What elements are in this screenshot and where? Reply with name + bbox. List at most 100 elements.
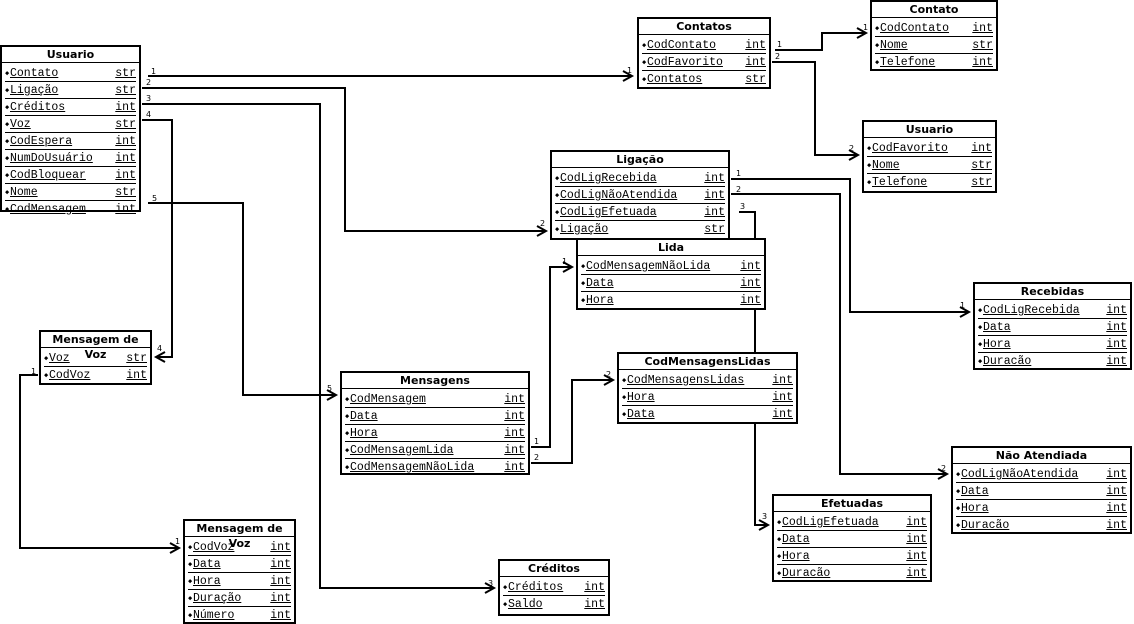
- arrowhead-icon: [536, 225, 549, 237]
- key-bullet-icon: ◆: [5, 155, 10, 163]
- field-name: CodLigNãoAtendida: [560, 189, 678, 202]
- field-type: int: [115, 169, 136, 182]
- arrowhead-icon: [959, 306, 972, 318]
- entity-title: Recebidas: [975, 284, 1130, 300]
- multiplicity-label: 2: [534, 453, 540, 462]
- multiplicity-label: 1: [151, 67, 157, 76]
- field-type: int: [115, 135, 136, 148]
- key-bullet-icon: ◆: [44, 355, 49, 363]
- arrowhead-icon: [622, 70, 635, 82]
- field-type: int: [906, 533, 927, 546]
- field-type: int: [704, 189, 725, 202]
- field-type: int: [906, 516, 927, 529]
- field-type: int: [270, 609, 291, 622]
- field-type: int: [126, 369, 147, 382]
- multiplicity-label: 1: [736, 169, 742, 178]
- multiplicity-label: 1: [534, 437, 540, 446]
- field-name: Nome: [10, 186, 38, 199]
- key-bullet-icon: ◆: [777, 519, 782, 527]
- field-type: int: [740, 294, 761, 307]
- entity-title: Contato: [872, 2, 996, 18]
- field-name: CodEspera: [10, 135, 73, 148]
- field-name: Hora: [627, 391, 655, 404]
- key-bullet-icon: ◆: [555, 175, 560, 183]
- field-type: int: [1106, 304, 1127, 317]
- key-bullet-icon: ◆: [188, 612, 193, 620]
- multiplicity-label: 5: [327, 384, 333, 393]
- field-name: Nome: [872, 159, 900, 172]
